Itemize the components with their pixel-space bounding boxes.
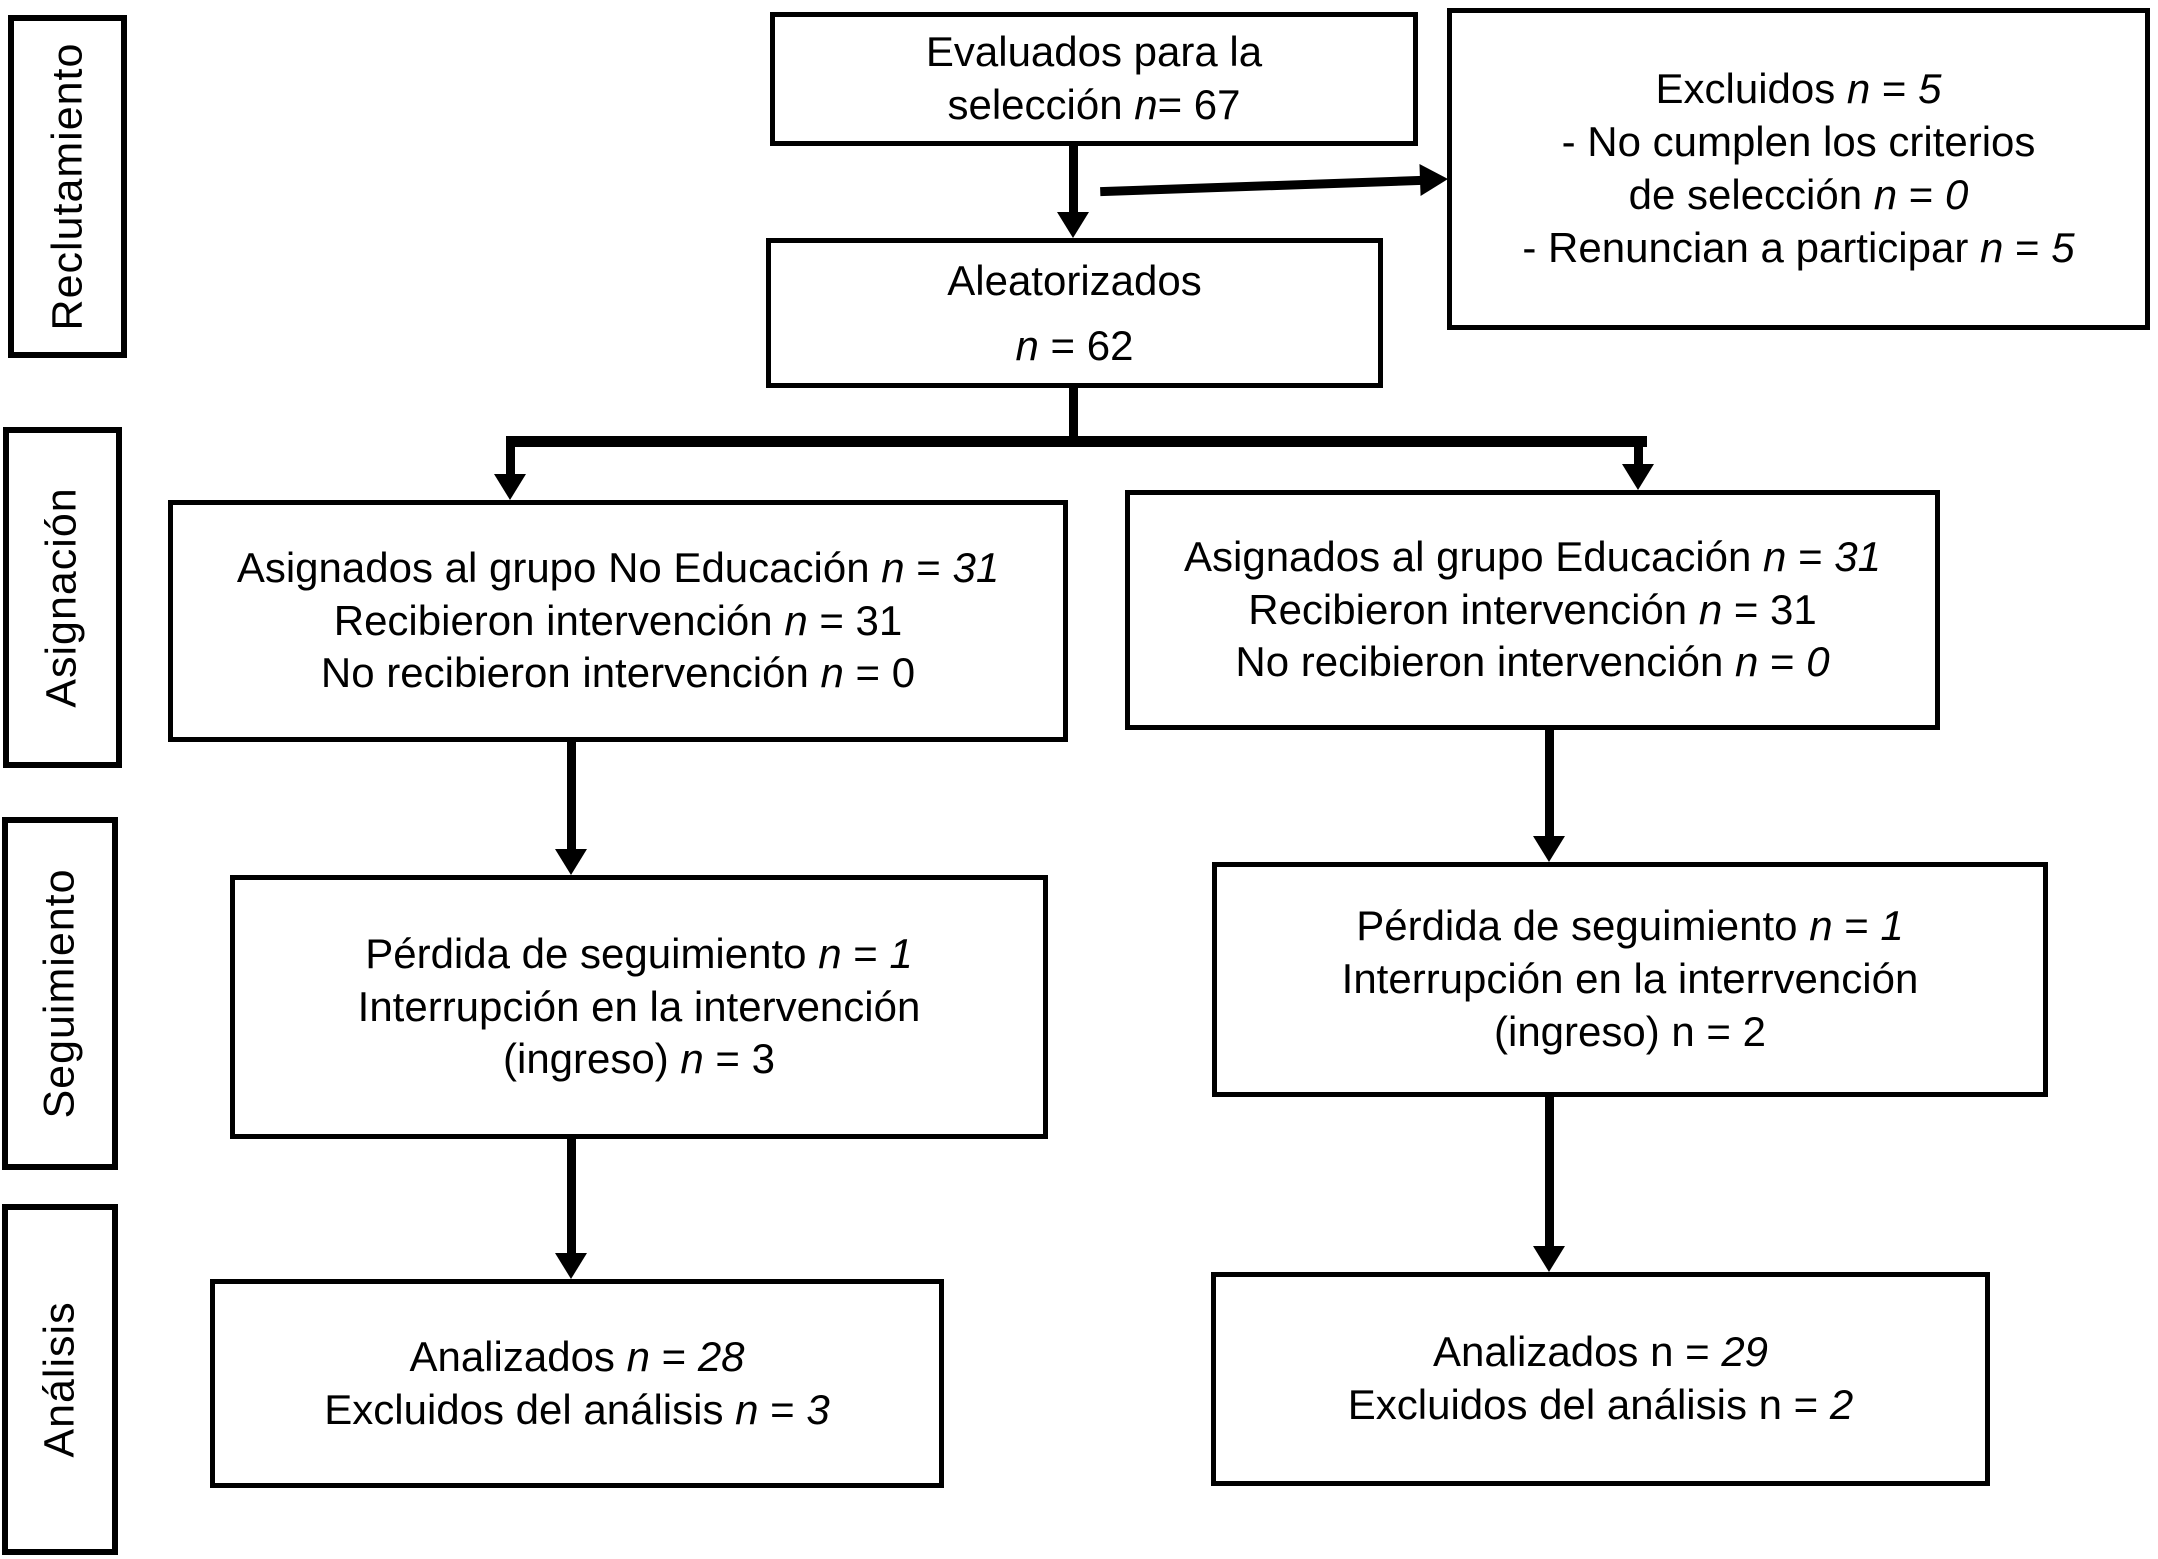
box-text-line: (ingreso) n = 3 <box>503 1035 775 1083</box>
arrow-to-excluidos <box>1100 163 1449 207</box>
box-text-line: (ingreso) n = 2 <box>1494 1007 1766 1055</box>
box-text-line: selección n= 67 <box>947 81 1241 128</box>
box-asignados-educacion: Asignados al grupo Educación n = 31 Recib… <box>1125 490 1940 730</box>
box-text-line: Interrupción en la interrvención <box>1341 955 1919 1003</box>
box-text-line: Excluidos del análisis n = 3 <box>324 1385 830 1433</box>
box-text-line: - No cumplen los criterios <box>1561 118 2036 166</box>
arrow-assign-left-to-follow-head-icon <box>555 849 587 875</box>
box-text-line: Aleatorizados <box>947 256 1202 304</box>
box-text-line: Asignados al grupo Educación n = 31 <box>1183 532 1881 580</box>
box-aleatorizados: Aleatorizados n = 62 <box>766 238 1383 388</box>
stage-box-reclutamiento: Reclutamiento <box>8 15 127 358</box>
arrow-follow-right-to-analysis-head-icon <box>1533 1246 1565 1272</box>
box-seguimiento-educacion: Pérdida de seguimiento n = 1 Interrupción… <box>1212 862 2048 1097</box>
box-text-line: Recibieron intervención n = 31 <box>1248 585 1817 633</box>
branch-left-head-icon <box>494 474 526 500</box>
stage-label-seguimiento: Seguimiento <box>35 868 84 1119</box>
branch-left-stem <box>506 436 515 478</box>
box-text-line: Pérdida de seguimiento n = 1 <box>1356 902 1904 950</box>
box-text-line: Analizados n = 29 <box>1432 1328 1769 1376</box>
box-text-line: Pérdida de seguimiento n = 1 <box>365 929 913 977</box>
box-text-line: Excluidos n = 5 <box>1655 65 1942 113</box>
box-text-line: Excluidos del análisis n = 2 <box>1347 1381 1854 1428</box>
box-text-line: Interrupción en la intervención <box>357 982 921 1030</box>
stage-box-asignacion: Asignación <box>3 427 122 768</box>
arrow-assign-right-to-follow-stem <box>1545 730 1554 838</box>
box-text-line: n = 62 <box>1015 322 1134 369</box>
stage-box-analisis: Análisis <box>2 1204 118 1555</box>
box-text-line: de selección n = 0 <box>1628 171 1969 218</box>
box-seguimiento-no-educacion: Pérdida de seguimiento n = 1 Interrupción… <box>230 875 1048 1139</box>
stage-label-reclutamiento: Reclutamiento <box>43 42 91 331</box>
arrow-assign-left-to-follow-stem <box>567 742 576 852</box>
branch-right-head-icon <box>1622 464 1654 490</box>
arrow-follow-left-to-analysis-stem <box>567 1139 576 1256</box>
arrow-to-excluidos-head-icon <box>1419 163 1449 196</box>
box-asignados-no-educacion: Asignados al grupo No Educación n = 31 Re… <box>168 500 1068 742</box>
arrow-follow-right-to-analysis-stem <box>1545 1097 1554 1248</box>
box-excluidos: Excluidos n = 5 - No cumplen los criterio… <box>1447 8 2150 330</box>
box-text-line: - Renuncian a participar n = 5 <box>1522 223 2075 271</box>
box-text-line: Asignados al grupo No Educación n = 31 <box>236 543 1000 591</box>
branch-line <box>506 436 1647 447</box>
box-text-line: Recibieron intervención n = 31 <box>333 596 903 644</box>
arrow-follow-left-to-analysis-head-icon <box>555 1253 587 1279</box>
stage-label-analisis: Análisis <box>35 1301 84 1458</box>
branch-feed-stem <box>1069 388 1078 447</box>
arrow-evaluados-to-aleatorizados-stem <box>1069 146 1078 214</box>
box-text-line: No recibieron intervención n = 0 <box>320 649 916 697</box>
box-analizados-no-educacion: Analizados n = 28 Excluidos del análisis … <box>210 1279 944 1488</box>
box-text-line: No recibieron intervención n = 0 <box>1235 638 1830 686</box>
branch-right-stem <box>1634 436 1643 468</box>
arrow-to-excluidos-stem <box>1100 175 1423 197</box>
box-evaluados: Evaluados para la selección n= 67 <box>770 12 1418 146</box>
stage-label-asignacion: Asignación <box>38 487 86 708</box>
stage-box-seguimiento: Seguimiento <box>2 817 118 1170</box>
box-text-line: Analizados n = 28 <box>409 1332 745 1380</box>
arrow-evaluados-to-aleatorizados-head-icon <box>1057 212 1089 238</box>
arrow-assign-right-to-follow-head-icon <box>1533 836 1565 862</box>
box-analizados-educacion: Analizados n = 29 Excluidos del análisis … <box>1211 1272 1990 1486</box>
box-text-line: Evaluados para la <box>925 28 1263 76</box>
